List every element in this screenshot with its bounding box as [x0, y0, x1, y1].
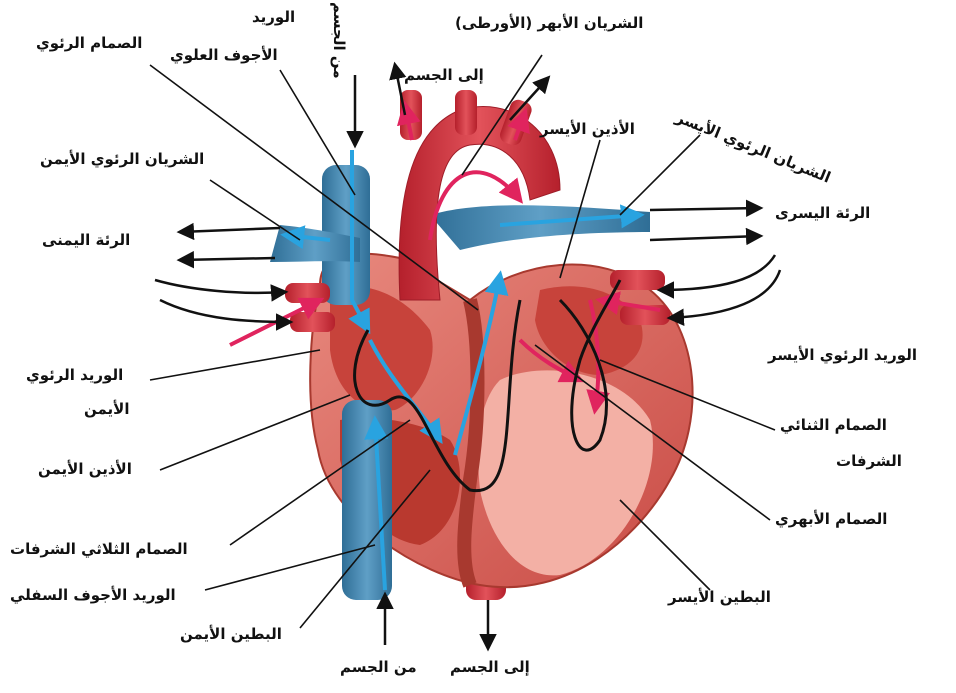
arrow-from-left-lung-2 [670, 270, 780, 318]
label-pulmonary-valve: الصمام الرئوي [36, 34, 142, 52]
label-from-body-top: من الجسم [330, 2, 348, 79]
label-tricuspid: الصمام الثلاثي الشرفات [10, 540, 188, 558]
label-left-pulmonary-vein: الوريد الرئوي الأيسر [768, 346, 917, 364]
label-mitral-line1: الصمام الثنائي [780, 416, 887, 434]
label-left-atrium: الأذين الأيسر [540, 120, 635, 138]
leader-svc [280, 70, 355, 195]
left-ventricle-chamber [478, 370, 653, 575]
arrow-from-right-lung-1 [155, 280, 285, 293]
label-aortic-valve: الصمام الأبهري [775, 510, 887, 528]
arrow-from-left-lung-1 [660, 255, 775, 290]
label-to-body-top: إلى الجسم [404, 66, 484, 84]
label-right-pulmonary-artery: الشريان الرئوي الأيمن [40, 150, 204, 168]
label-ivc: الوريد الأجوف السفلي [10, 586, 176, 604]
label-to-body-bottom: إلى الجسم [450, 658, 530, 676]
label-right-ventricle: البطين الأيمن [180, 625, 282, 643]
left-pulmonary-vein-upper [610, 270, 665, 290]
right-pulmonary-vein-lower [290, 312, 335, 332]
right-pulmonary-vein-upper [285, 283, 330, 303]
label-aorta: الشريان الأبهر (الأورطى) [455, 14, 643, 32]
leader-left-ventricle [620, 500, 710, 590]
label-mitral-line2: الشرفات [836, 452, 902, 470]
label-left-lung: الرئة اليسرى [775, 204, 870, 222]
leader-left-pulmonary-artery [620, 135, 700, 215]
label-svc-line1: الوريد [252, 8, 295, 26]
aortic-branch-2 [455, 90, 477, 135]
label-right-lung: الرئة اليمنى [42, 231, 130, 249]
arrow-to-right-lung-1 [180, 228, 280, 232]
label-right-atrium: الأذين الأيمن [38, 460, 132, 478]
arrow-to-right-lung-2 [180, 258, 275, 260]
arrow-from-right-lung-2 [160, 300, 290, 322]
label-right-pulmonary-vein-line2: الأيمن [84, 400, 130, 418]
label-left-ventricle: البطين الأيسر [668, 588, 771, 606]
arrow-to-left-lung-1 [650, 208, 760, 210]
label-svc-line2: الأجوف العلوي [170, 46, 278, 64]
label-right-pulmonary-vein-line1: الوريد الرئوي [26, 366, 123, 384]
label-from-body-bottom: من الجسم [340, 658, 417, 676]
arrow-to-left-lung-2 [650, 236, 760, 240]
leader-right-pulmonary-vein [150, 350, 320, 380]
pulmonary-artery-left [430, 205, 650, 250]
